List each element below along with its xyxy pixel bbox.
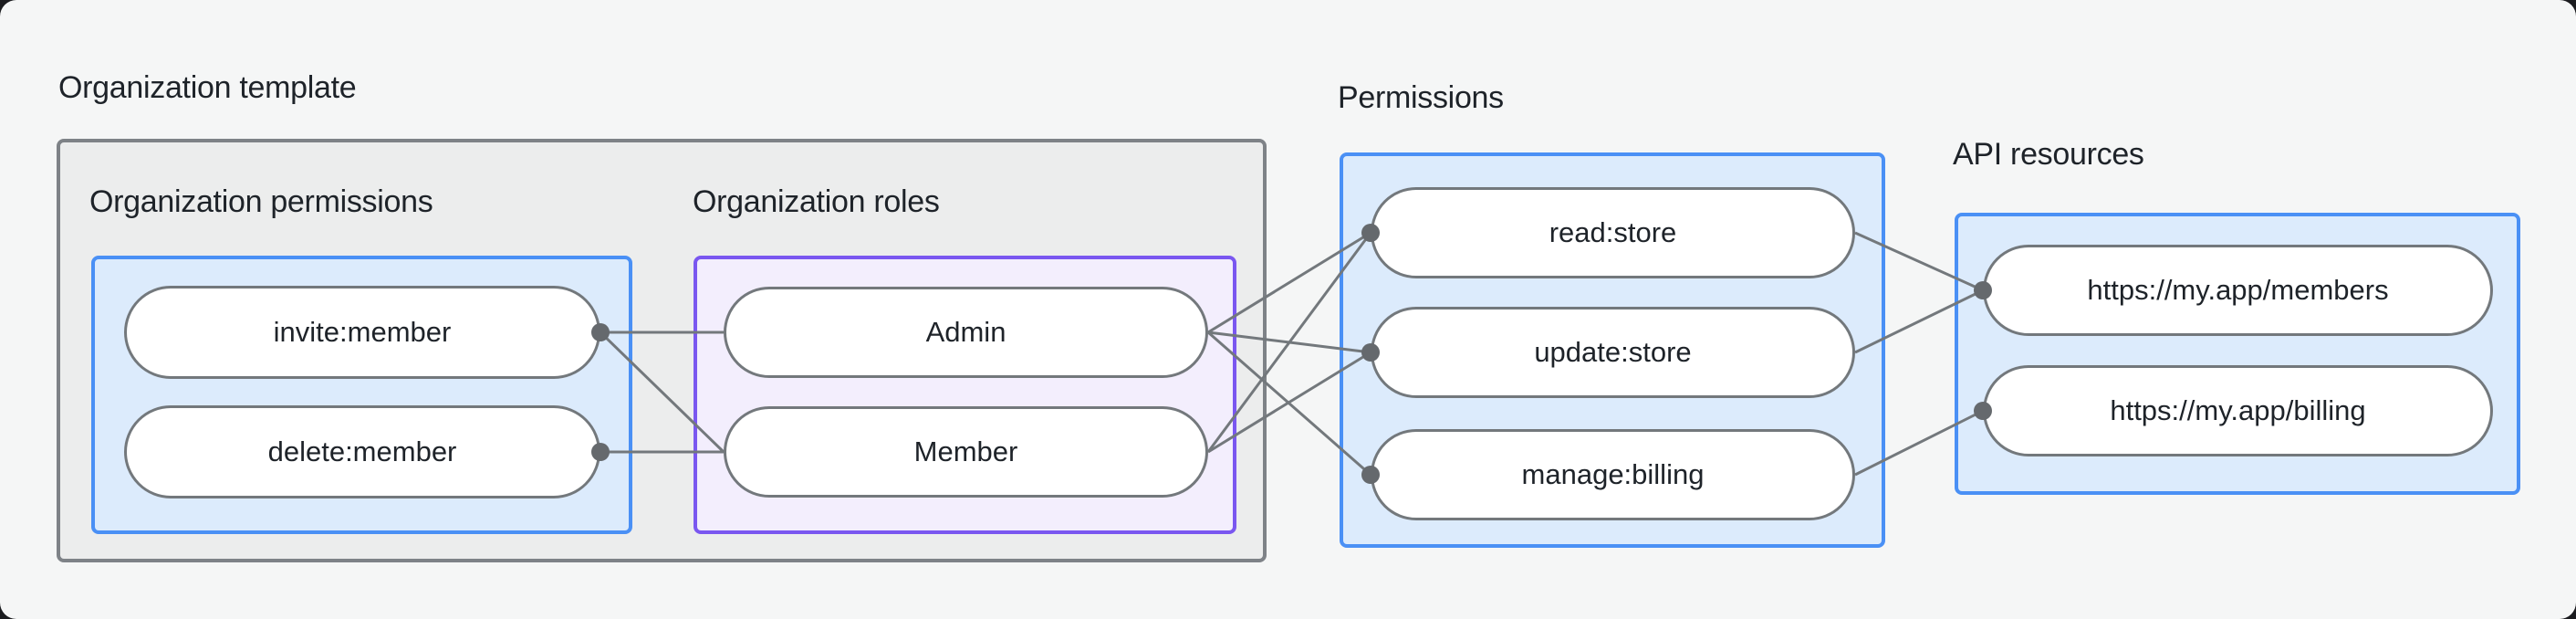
node-api-billing: https://my.app/billing [1983,365,2493,456]
org-roles-heading: Organization roles [693,184,940,219]
permissions-heading: Permissions [1338,80,1504,115]
node-member: Member [724,406,1208,498]
node-read-store: read:store [1371,187,1855,278]
node-update-store: update:store [1371,307,1855,398]
api-resources-heading: API resources [1953,137,2144,172]
diagram-title: Organization template [58,70,357,105]
node-api-members: https://my.app/members [1983,245,2493,336]
node-manage-billing: manage:billing [1371,429,1855,520]
node-invite-member: invite:member [124,286,600,379]
node-delete-member: delete:member [124,405,600,498]
node-admin: Admin [724,287,1208,378]
org-permissions-heading: Organization permissions [89,184,433,219]
